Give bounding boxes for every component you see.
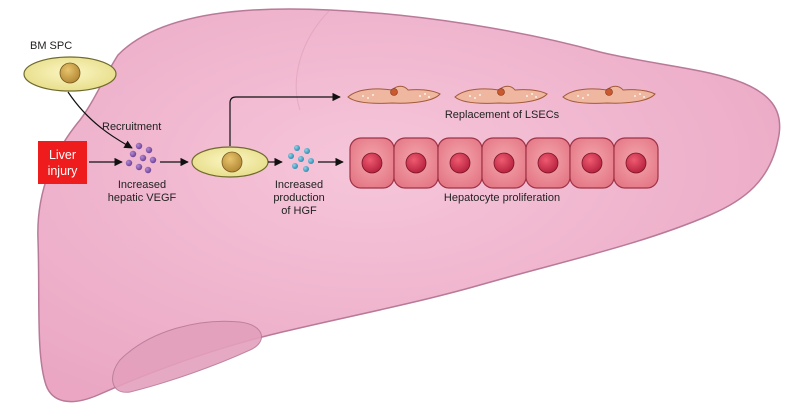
hgf-molecules	[288, 145, 314, 172]
hgf-label-line3: of HGF	[281, 205, 317, 217]
lsec-label: Replacement of LSECs	[445, 109, 560, 121]
vegf-molecules	[125, 142, 157, 174]
hepatocyte-1	[349, 137, 395, 189]
lsec-cell-1	[347, 85, 441, 104]
liver-injury-line2: injury	[48, 164, 79, 178]
bm-spc-label: BM SPC	[30, 40, 72, 52]
bm-progenitor-nucleus	[59, 62, 81, 84]
hgf-label-line1: Increased	[275, 179, 323, 191]
hepatocyte-row	[349, 137, 659, 189]
engrafted-progenitor-nucleus	[221, 151, 243, 173]
hepatocyte-3	[437, 137, 483, 189]
engrafted-progenitor-cell	[191, 146, 269, 178]
liver-shape	[37, 8, 781, 403]
recruitment-label: Recruitment	[102, 121, 161, 133]
vegf-label-line2: hepatic VEGF	[108, 192, 177, 204]
hepatocyte-7	[613, 137, 659, 189]
recruitment-arrow	[67, 91, 133, 149]
hepatocyte-2	[393, 137, 439, 189]
lsec-cell-2	[454, 85, 548, 104]
lsec-arrow	[229, 92, 341, 146]
hepatocyte-5	[525, 137, 571, 189]
hgf-label-line2: production	[273, 192, 324, 204]
bm-progenitor-cell	[23, 56, 117, 92]
liver-injury-line1: Liver	[49, 148, 76, 162]
hepatocyte-label: Hepatocyte proliferation	[444, 192, 560, 204]
lsec-cell-3	[562, 85, 656, 104]
hepatocyte-4	[481, 137, 527, 189]
hepatocyte-6	[569, 137, 615, 189]
liver-injury-box: Liver injury	[38, 141, 87, 184]
vegf-label-line1: Increased	[118, 179, 166, 191]
